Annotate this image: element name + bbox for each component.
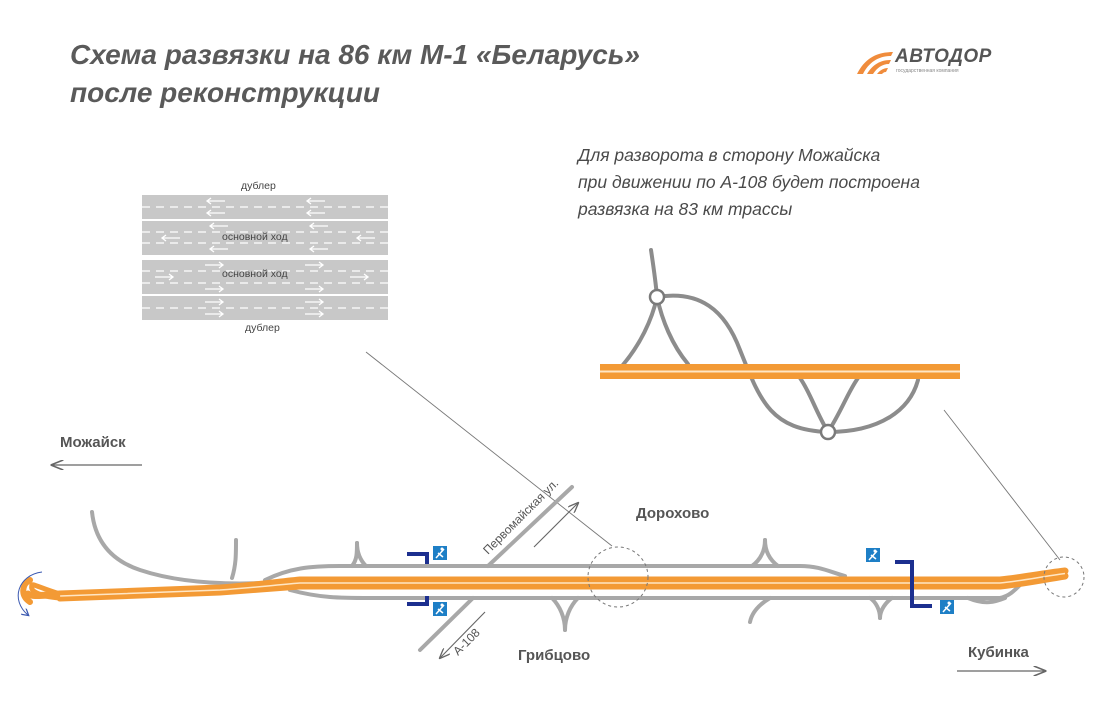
highlight-cross-section-location xyxy=(587,546,649,608)
autodor-logo-icon xyxy=(857,52,893,74)
pedestrian-sign-icon xyxy=(866,548,880,562)
u-turn-arrow xyxy=(17,571,43,615)
label-kubinka: Кубинка xyxy=(968,644,1029,661)
pedestrian-signs xyxy=(433,546,954,616)
pedestrian-crossings xyxy=(407,552,932,608)
roundabout-north xyxy=(648,288,666,306)
pedestrian-sign-icon xyxy=(433,602,447,616)
crossing-south-west xyxy=(407,596,429,606)
pedestrian-sign-icon xyxy=(433,546,447,560)
label-pervomaiskaya: Первомайская ул. xyxy=(480,476,561,557)
logo-name: АВТОДОР xyxy=(895,46,992,67)
arrow-a108 xyxy=(440,611,486,658)
label-top-service-road: дублер xyxy=(241,180,276,192)
eastbound-arrows xyxy=(155,261,370,318)
interchange-note: Для разворота в сторону Можайска при дви… xyxy=(578,142,920,223)
label-bottom-service-road: дублер xyxy=(245,322,280,334)
top-main-lanes xyxy=(142,221,388,255)
label-main-lanes-1: основной ход xyxy=(222,231,288,243)
pedestrian-sign-icon xyxy=(940,600,954,614)
bottom-main-lanes xyxy=(142,260,388,294)
westbound-arrows xyxy=(160,197,375,253)
leader-line-83km xyxy=(943,409,1061,561)
autodor-logo: АВТОДОР государственная компания xyxy=(855,44,1015,80)
interchange-83km xyxy=(600,248,960,441)
leader-line-cross-section xyxy=(365,351,613,547)
label-mozhaisk: Можайск xyxy=(60,434,126,451)
title-line-1: Схема развязки на 86 км М-1 «Беларусь» xyxy=(70,39,640,70)
top-service-road-lanes xyxy=(142,195,388,219)
bottom-service-road-lanes xyxy=(142,296,388,320)
crossing-east xyxy=(895,560,932,608)
m1-highway xyxy=(17,567,1069,615)
local-roads xyxy=(90,485,1027,652)
roundabout-south xyxy=(819,423,837,441)
title-line-2: после реконструкции xyxy=(70,77,380,108)
logo-subtitle: государственная компания xyxy=(896,68,959,74)
note-line-3: развязка на 83 км трассы xyxy=(578,199,793,219)
label-main-lanes-2: основной ход xyxy=(222,268,288,280)
lane-cross-section xyxy=(142,195,388,320)
label-gribtsovo: Грибцово xyxy=(518,647,591,664)
arrow-pervomaiskaya xyxy=(533,503,578,548)
crossing-north-west xyxy=(407,552,429,564)
label-dorokhovo: Дорохово xyxy=(636,505,710,522)
highlight-83km-location xyxy=(1043,556,1085,598)
note-line-1: Для разворота в сторону Можайска xyxy=(578,145,881,165)
page-title: Схема развязки на 86 км М-1 «Беларусь» п… xyxy=(70,36,640,112)
note-line-2: при движении по А-108 будет построена xyxy=(578,172,920,192)
